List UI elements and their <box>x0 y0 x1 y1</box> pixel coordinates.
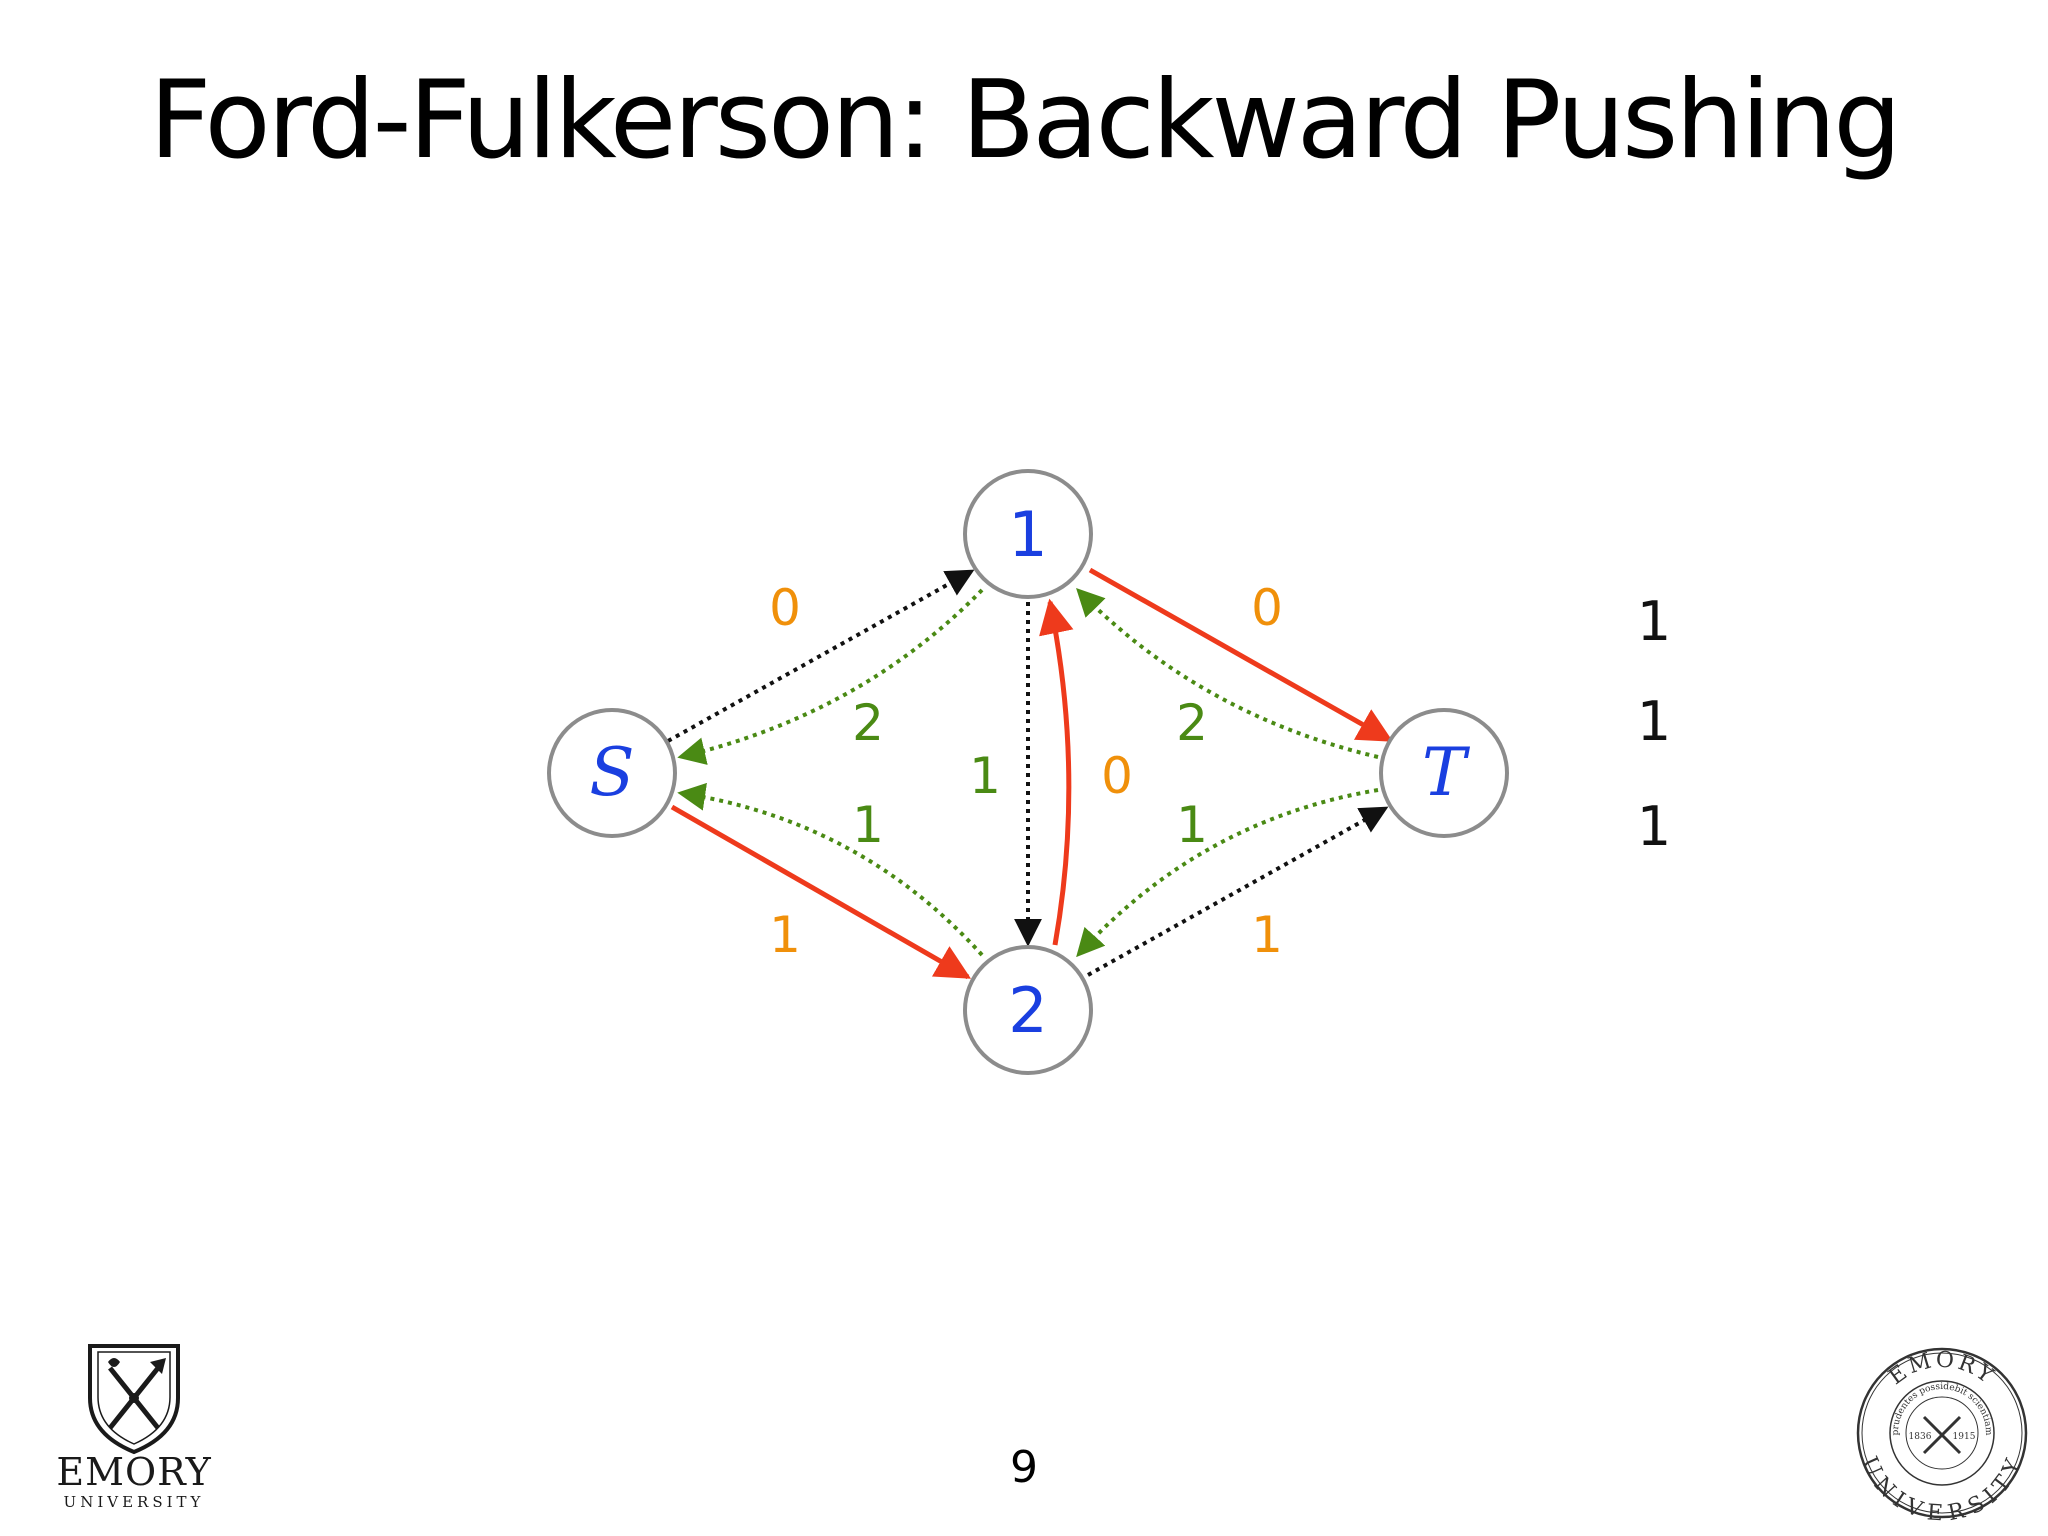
node-label-t: T <box>1422 734 1471 811</box>
wordmark-line-2: UNIVERSITY <box>63 1493 205 1511</box>
flow-label-1-t: 0 <box>1251 579 1283 637</box>
flow-label-s-2: 1 <box>769 906 801 964</box>
edge-s-2 <box>670 804 972 980</box>
edge-group <box>667 567 1394 980</box>
flow-label-s-1: 0 <box>769 579 801 637</box>
edge-1-t <box>1088 567 1394 743</box>
edge-s-1 <box>667 569 975 743</box>
side-value: 1 <box>1637 795 1671 858</box>
seal-year-right: 1915 <box>1953 1432 1976 1442</box>
residual-label-1-s: 2 <box>852 694 884 752</box>
node-1: 1 <box>963 469 1093 599</box>
wordmark-line-1: EMORY <box>56 1450 212 1494</box>
node-s: S <box>547 708 677 838</box>
node-2: 2 <box>963 945 1093 1075</box>
emory-shield-icon <box>88 1344 180 1455</box>
edge-label-group: 0 0 1 1 1 0 2 1 2 1 <box>769 579 1283 964</box>
residual-label-t-1: 2 <box>1176 694 1208 752</box>
node-label-s: S <box>589 734 634 811</box>
flow-label-2-t: 1 <box>1251 906 1283 964</box>
node-label-2: 2 <box>1008 974 1047 1047</box>
edge-2-1 <box>1039 598 1074 946</box>
seal-year-left: 1836 <box>1909 1432 1932 1442</box>
flow-label-1-2: 1 <box>969 747 1001 805</box>
residual-2-s <box>677 782 984 957</box>
side-value: 1 <box>1637 690 1671 753</box>
node-t: T <box>1379 708 1509 838</box>
slide-title: Ford-Fulkerson: Backward Pushing <box>149 58 1902 183</box>
university-seal-icon: EMORY UNIVERSITY prudentes possidebit sc… <box>1856 1348 2028 1521</box>
edge-2-t <box>1087 806 1389 977</box>
side-value: 1 <box>1637 590 1671 653</box>
side-values: 1 1 1 <box>1637 590 1671 858</box>
residual-t-2 <box>1076 788 1379 958</box>
residual-t-1 <box>1076 587 1379 759</box>
emory-wordmark: EMORY UNIVERSITY <box>54 1452 214 1512</box>
page-number: 9 <box>1010 1442 1038 1493</box>
node-label-1: 1 <box>1008 498 1047 571</box>
residual-1-s <box>677 588 984 765</box>
residual-label-t-2: 1 <box>1176 796 1208 854</box>
flow-label-2-1: 0 <box>1101 747 1133 805</box>
residual-label-2-s: 1 <box>852 796 884 854</box>
